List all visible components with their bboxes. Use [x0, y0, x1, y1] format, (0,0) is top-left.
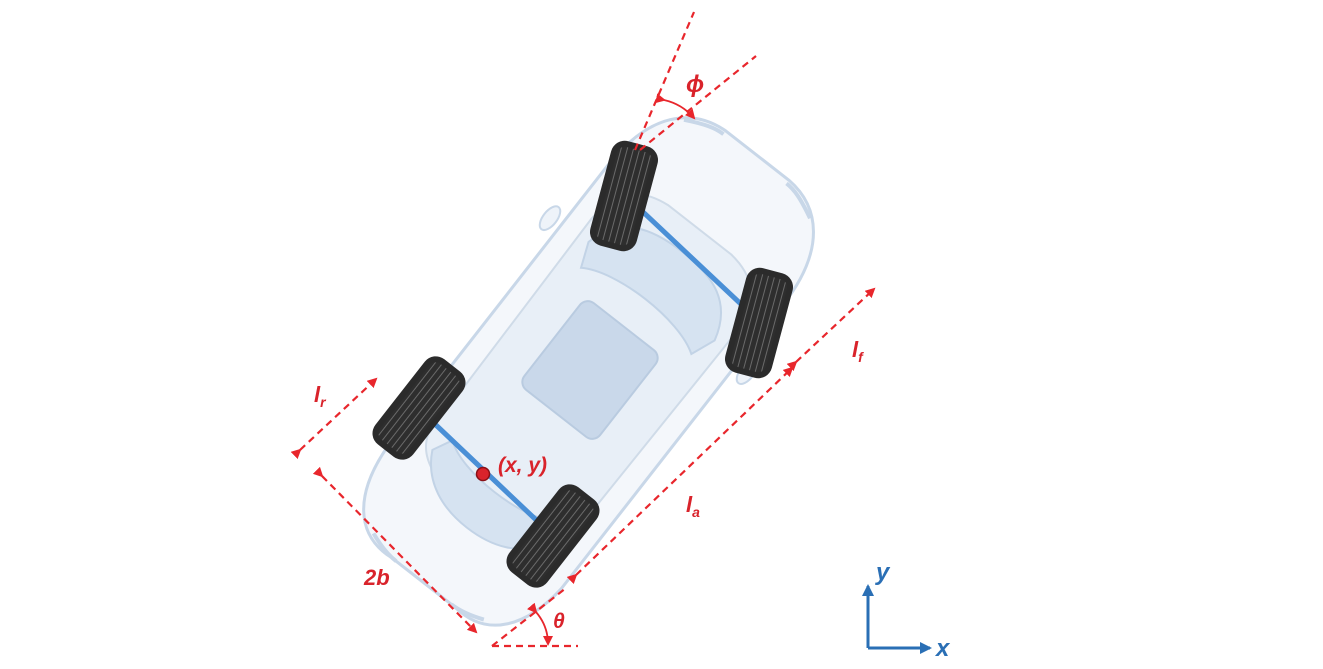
rear-length-dimension: [290, 377, 378, 460]
axle-length-dimension: [566, 366, 794, 585]
position-label: (x, y): [498, 454, 547, 477]
front-length-dimension: [786, 287, 876, 372]
rear-length-label: lr: [314, 382, 327, 410]
axle-length-label: la: [686, 492, 700, 520]
heading-angle-label: θ: [553, 610, 565, 633]
heading-angle-arc: [526, 602, 553, 646]
front-right-tire: [724, 267, 794, 379]
front-length-label: lf: [852, 337, 864, 365]
heading-extension-line: [633, 11, 696, 151]
headlight: [785, 181, 812, 220]
steer-direction-line: [639, 55, 757, 151]
mirror-left: [538, 205, 562, 232]
x-axis-label: x: [934, 635, 951, 662]
width-dimension: [312, 466, 478, 634]
steering-angle-arc: [655, 93, 696, 120]
headlight: [683, 117, 725, 136]
steering-angle-label: ϕ: [686, 71, 704, 98]
heading-direction-line: [491, 587, 567, 647]
width-label: 2b: [363, 565, 390, 590]
front-left-tire: [589, 140, 659, 252]
reference-point: [475, 466, 491, 482]
car-body: [362, 116, 815, 627]
front-axle: [623, 193, 763, 325]
windshield: [579, 226, 723, 356]
rear-left-tire: [372, 356, 466, 460]
y-axis-label: y: [875, 559, 891, 586]
